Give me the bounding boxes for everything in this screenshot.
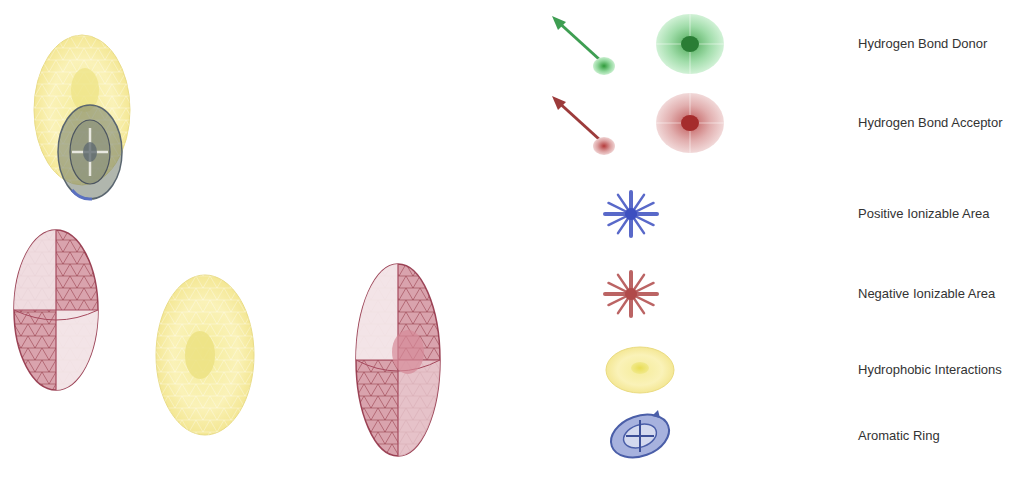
- legend-label: Negative Ionizable Area: [858, 286, 995, 302]
- legend-label: Hydrogen Bond Acceptor: [858, 115, 1003, 131]
- negative-ionizable-icon: [605, 272, 657, 316]
- aromatic-ring: [58, 105, 122, 199]
- legend-label: Positive Ionizable Area: [858, 206, 990, 222]
- hydrophobic-sphere: [156, 275, 254, 435]
- acceptor-icon: [552, 93, 724, 155]
- donor-icon: [552, 14, 724, 75]
- aromatic-icon: [605, 407, 675, 465]
- legend-label: Aromatic Ring: [858, 428, 940, 444]
- hydrophobic-icon: [606, 347, 674, 393]
- acceptor-sphere: [14, 230, 98, 390]
- legend-label: Hydrophobic Interactions: [858, 362, 1002, 378]
- legend-label: Hydrogen Bond Donor: [858, 36, 987, 52]
- acceptor-sphere: [356, 264, 440, 456]
- positive-ionizable-icon: [605, 192, 657, 236]
